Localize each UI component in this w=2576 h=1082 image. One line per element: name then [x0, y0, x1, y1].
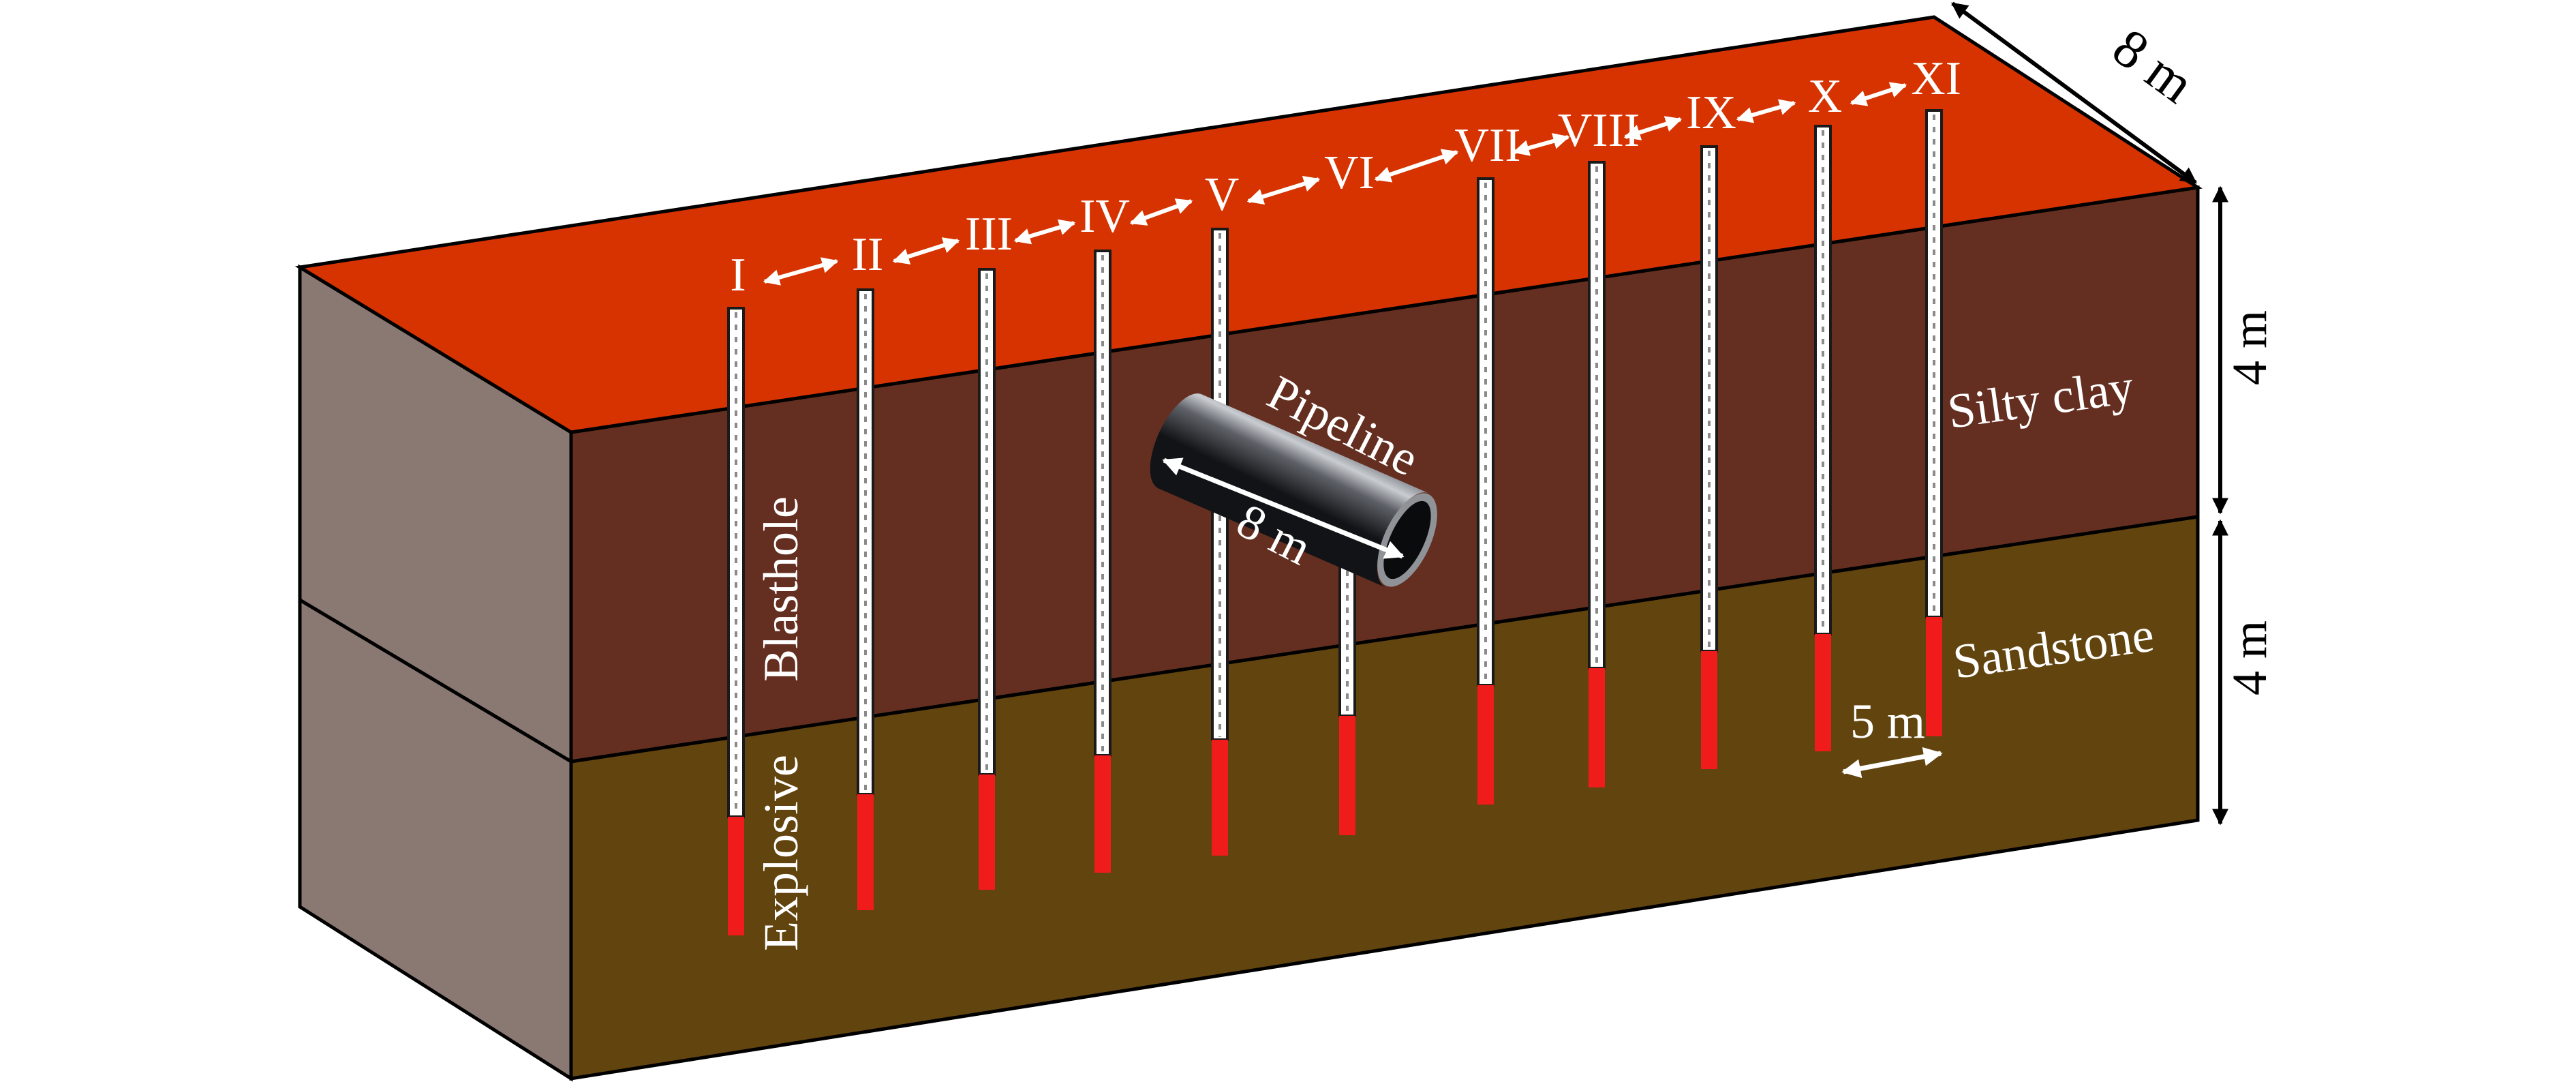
- hole-label-4: IV: [1079, 190, 1130, 243]
- borehole-11: [1925, 109, 1943, 736]
- borehole-8: [1588, 161, 1606, 787]
- spacing-arrow: [1736, 99, 1796, 123]
- borehole-6: [1338, 541, 1356, 835]
- spacing-arrow: [1013, 219, 1076, 245]
- hole-spacing-label: 5 m: [1850, 694, 1925, 749]
- upper-layer-height-label: 4 m: [2222, 310, 2277, 385]
- hole-spacing-arrow: [1841, 747, 1943, 779]
- explosive-charge: [1589, 668, 1605, 787]
- spacing-arrow: [763, 257, 839, 286]
- explosive-charge: [857, 794, 874, 910]
- explosive-charge: [979, 775, 995, 890]
- spacing-arrow: [1129, 198, 1193, 226]
- hole-label-6: VI: [1324, 147, 1375, 199]
- borehole-2: [857, 288, 874, 910]
- pipeline-length-arrow: [1162, 457, 1405, 559]
- borehole-4: [1094, 250, 1111, 873]
- borehole-1: [727, 307, 745, 935]
- borehole-7: [1477, 177, 1494, 805]
- hole-label-7: VII: [1454, 119, 1520, 172]
- explosive-charge: [1339, 716, 1355, 835]
- explosive-charge: [1815, 634, 1831, 751]
- spacing-arrow: [892, 237, 960, 265]
- explosive-charge: [1094, 755, 1111, 873]
- hole-label-11: XI: [1911, 52, 1961, 105]
- spacing-arrow: [1623, 116, 1683, 140]
- hole-label-9: IX: [1686, 87, 1736, 139]
- explosive-charge: [1701, 651, 1717, 769]
- hole-label-10: X: [1808, 70, 1843, 123]
- hole-label-3: III: [965, 208, 1013, 260]
- spacing-arrow: [1850, 82, 1907, 106]
- hole-label-5: V: [1205, 168, 1240, 221]
- explosive-label: Explosive: [754, 755, 808, 951]
- explosive-charge: [728, 817, 744, 935]
- box-depth-label: 8 m: [2102, 17, 2205, 115]
- hole-label-1: I: [730, 249, 746, 301]
- spacing-arrow: [1246, 175, 1321, 205]
- boreholes: [727, 109, 1943, 935]
- explosive-charge: [1926, 617, 1942, 736]
- depth-arrow: [1951, 1, 2197, 185]
- explosive-charge: [1477, 685, 1494, 805]
- sandstone-layer: [569, 515, 2200, 1081]
- pipeline-end-opening: [1383, 500, 1431, 580]
- explosive-charge: [1212, 740, 1228, 856]
- spacing-arrows: [763, 82, 1907, 286]
- borehole-3: [978, 268, 996, 890]
- spacing-arrow: [1512, 133, 1570, 156]
- top-surface: [294, 15, 2203, 434]
- blasthole-label: Blasthole: [754, 496, 808, 682]
- lower-layer-height-label: 4 m: [2222, 620, 2277, 695]
- borehole-10: [1814, 125, 1832, 751]
- hole-label-8: VIII: [1558, 104, 1640, 157]
- spacing-arrow: [1374, 149, 1459, 183]
- hole-label-2: II: [852, 228, 884, 281]
- borehole-9: [1700, 145, 1718, 769]
- borehole-5: [1211, 228, 1229, 856]
